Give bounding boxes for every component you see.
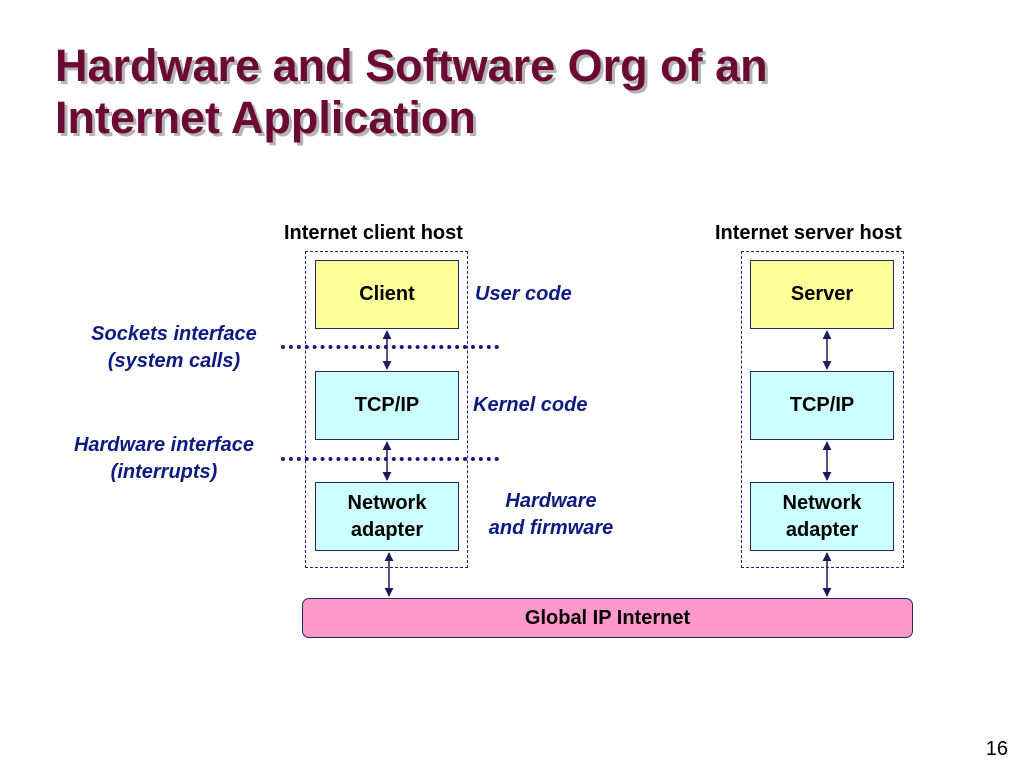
sockets-interface-line-2: (system calls) — [107, 350, 241, 372]
slide-title-line-1: Hardware and Software Org of an — [55, 40, 768, 91]
client-network-adapter-box: Network adapter — [315, 482, 459, 551]
sockets-interface-line-1: Sockets interface — [91, 323, 257, 345]
slide-title-line-2: Internet Application — [55, 92, 476, 143]
server-adapter-label-line-2: adapter — [785, 518, 859, 541]
server-box-label: Server — [790, 283, 854, 305]
server-tcpip-label: TCP/IP — [789, 394, 855, 416]
user-code-annotation: User code — [475, 283, 572, 305]
server-network-adapter-box: Network adapter — [750, 482, 894, 551]
hardware-interface-line-2: (interrupts) — [110, 461, 218, 483]
hardware-interface-annotation: Hardware interface (interrupts) — [54, 432, 274, 486]
hardware-interface-line-1: Hardware interface — [73, 434, 255, 456]
global-ip-internet-bar: Global IP Internet — [302, 598, 913, 638]
slide-title: Hardware and Software Org of an Internet… — [55, 40, 995, 144]
client-box: Client — [315, 260, 459, 329]
global-ip-internet-label: Global IP Internet — [524, 606, 691, 629]
page-number: 16 — [985, 738, 1008, 760]
client-box-label: Client — [359, 283, 415, 305]
hardware-firmware-annotation: Hardware and firmware — [470, 488, 632, 542]
kernel-code-annotation: Kernel code — [473, 394, 588, 416]
client-tcpip-box: TCP/IP — [315, 371, 459, 440]
client-adapter-label-line-2: adapter — [350, 518, 424, 541]
server-tcpip-box: TCP/IP — [750, 371, 894, 440]
server-box: Server — [750, 260, 894, 329]
sockets-interface-annotation: Sockets interface (system calls) — [74, 321, 274, 375]
client-tcpip-label: TCP/IP — [354, 394, 420, 416]
client-adapter-label-line-1: Network — [347, 491, 427, 514]
server-adapter-label-line-1: Network — [782, 491, 862, 514]
hardware-firmware-line-2: and firmware — [488, 517, 614, 539]
server-host-label: Internet server host — [715, 222, 902, 244]
hardware-firmware-line-1: Hardware — [505, 490, 597, 512]
client-host-label: Internet client host — [284, 222, 463, 244]
